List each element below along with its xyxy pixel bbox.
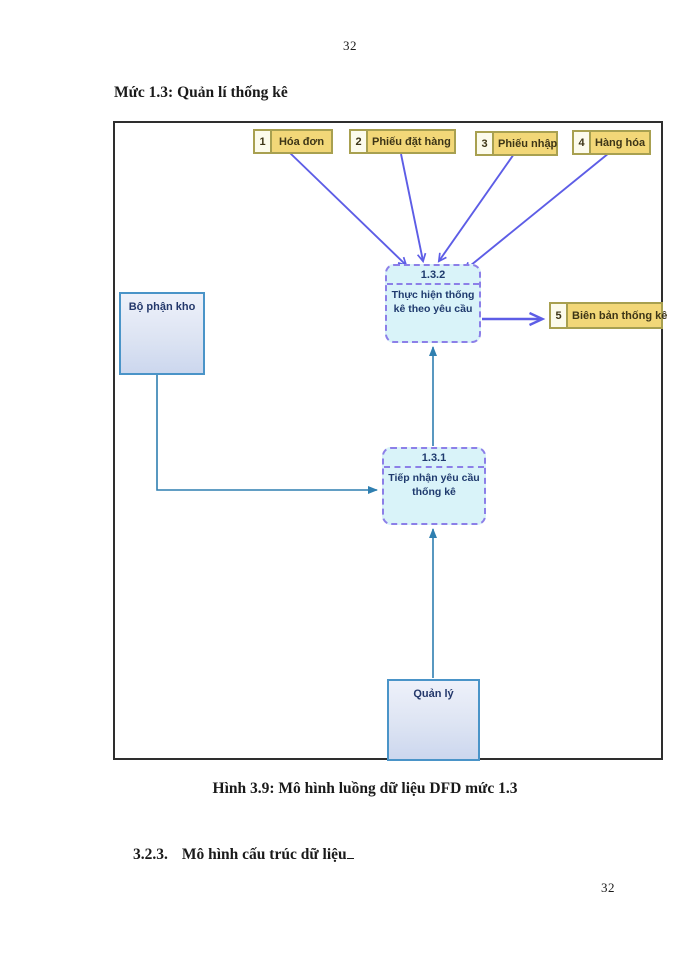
section-heading: 3.2.3. Mô hình cấu trúc dữ liệu bbox=[133, 846, 354, 864]
datastore-bien-ban-thong-ke: 5 Biên bản thống kê bbox=[549, 302, 667, 329]
datastore-number: 3 bbox=[477, 133, 494, 154]
datastore-hoa-don: 1 Hóa đơn bbox=[253, 129, 333, 154]
datastore-label: Biên bản thống kê bbox=[572, 309, 668, 322]
process-label: Tiếp nhận yêu cầu thống kê bbox=[388, 472, 480, 499]
dfd-diagram-frame: 1 Hóa đơn 2 Phiếu đặt hàng 3 Phiếu nhập … bbox=[113, 121, 667, 761]
flow-bophankho-to-131 bbox=[156, 374, 378, 494]
flow-hoadon-to-132 bbox=[289, 152, 408, 267]
datastore-phieu-dat-hang: 2 Phiếu đặt hàng bbox=[349, 129, 456, 154]
level-heading: Mức 1.3: Quản lí thống kê bbox=[114, 84, 288, 101]
datastore-label: Hàng hóa bbox=[595, 136, 646, 149]
datastore-number: 1 bbox=[255, 131, 272, 152]
flow-arrows-layer bbox=[156, 152, 610, 678]
datastore-phieu-nhap: 3 Phiếu nhập bbox=[475, 131, 558, 156]
page-number-bottom: 32 bbox=[601, 880, 615, 895]
datastore-hang-hoa: 4 Hàng hóa bbox=[572, 130, 651, 155]
datastore-number: 4 bbox=[574, 132, 591, 153]
datastore-label: Phiếu đặt hàng bbox=[372, 135, 451, 148]
process-id: 1.3.1 bbox=[384, 449, 484, 468]
datastore-label: Phiếu nhập bbox=[498, 137, 558, 150]
entity-bo-phan-kho: Bộ phận kho bbox=[119, 292, 205, 375]
datastore-number: 2 bbox=[351, 131, 368, 152]
trailing-underscore bbox=[346, 848, 354, 859]
flow-hanghoa-to-132 bbox=[463, 152, 610, 272]
flow-phieudathang-to-132 bbox=[400, 153, 427, 264]
datastore-label: Hóa đơn bbox=[278, 135, 325, 148]
section-number: 3.2.3. bbox=[133, 846, 168, 863]
entity-quan-ly: Quản lý bbox=[387, 679, 480, 761]
section-title: Mô hình cấu trúc dữ liệu bbox=[181, 846, 347, 863]
process-label: Thực hiện thống kê theo yêu cầu bbox=[391, 289, 475, 316]
process-1-3-2: 1.3.2 Thực hiện thống kê theo yêu cầu bbox=[385, 264, 481, 343]
figure-caption: Hình 3.9: Mô hình luồng dữ liệu DFD mức … bbox=[212, 780, 518, 797]
flow-phieunhap-to-132 bbox=[437, 153, 515, 263]
process-id: 1.3.2 bbox=[387, 266, 479, 285]
page-number-top: 32 bbox=[343, 38, 357, 53]
process-1-3-1: 1.3.1 Tiếp nhận yêu cầu thống kê bbox=[382, 447, 486, 525]
datastore-number: 5 bbox=[551, 304, 568, 327]
